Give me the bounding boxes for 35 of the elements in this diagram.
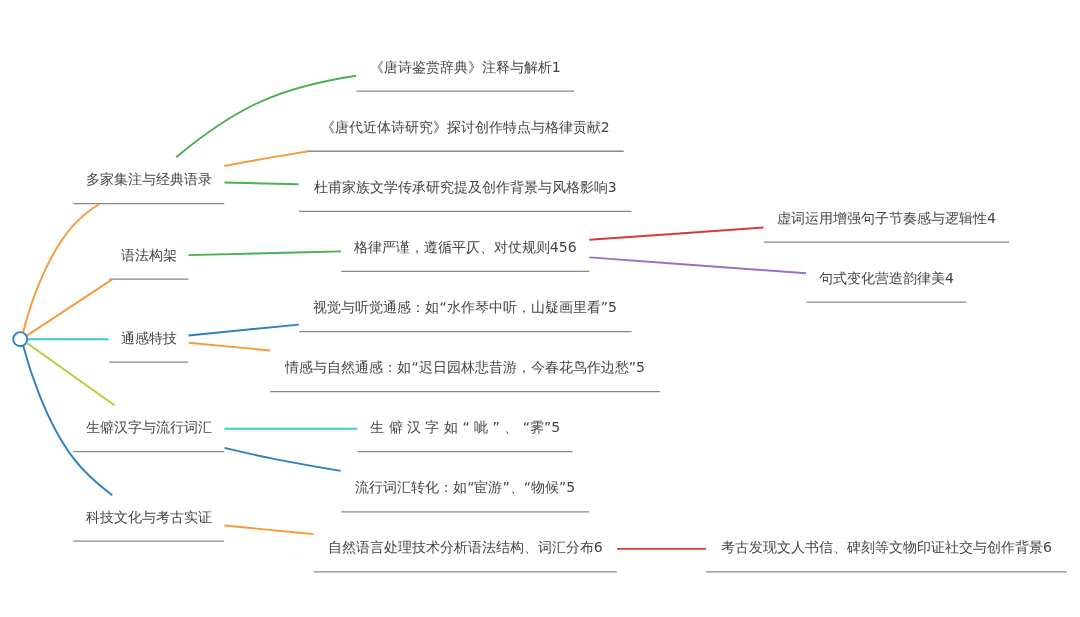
node-text: 多家集注与经典语录 — [85, 171, 212, 188]
node-text: 句式变化营造韵律美4 — [819, 269, 954, 286]
connector — [616, 547, 707, 550]
connector — [223, 150, 310, 167]
connector — [22, 344, 114, 497]
node-text: 《唐诗鉴赏辞典》注释与解析1 — [369, 58, 561, 75]
node-text: 《唐代近体诗研究》探讨创作特点与格律贡献2 — [320, 118, 610, 135]
node-circle — [12, 331, 29, 348]
connector — [223, 181, 300, 186]
connector — [187, 250, 342, 257]
connector — [588, 226, 765, 241]
connector — [187, 323, 300, 337]
connector — [175, 74, 358, 159]
node-text: 通感特技 — [120, 329, 177, 346]
node-text: 虚词运用增强句子节奏感与逻辑性4 — [777, 209, 996, 226]
connector — [588, 256, 807, 275]
node-text: 杜甫家族文学传承研究提及创作背景与风格影响3 — [313, 178, 617, 195]
node-text: 流行词汇转化：如“宦游”、“物候”5 — [355, 479, 576, 496]
connector — [223, 427, 359, 430]
node-text: 自然语言处理技术分析语法结构、词汇分布6 — [327, 539, 603, 556]
connector — [223, 446, 342, 472]
connector — [26, 338, 110, 341]
connector — [187, 341, 271, 352]
connector — [22, 202, 101, 334]
node-text: 生僻汉字与流行词汇 — [85, 419, 212, 436]
node-text: 语法构架 — [120, 246, 177, 263]
connector — [26, 278, 114, 337]
node-text: 视觉与听觉通感：如“水作琴中听，山疑画里看”5 — [313, 299, 617, 316]
node-text: 情感与自然通感：如“迟日园林悲昔游，今春花鸟作边愁”5 — [285, 359, 645, 376]
node-text: 科技文化与考古实证 — [85, 508, 212, 525]
node-text: 生 僻 汉 字 如 “ 呲 ” 、 “霁”5 — [370, 419, 561, 436]
connector — [223, 524, 315, 536]
node-text: 格律严谨，遵循平仄、对仗规则456 — [353, 238, 577, 255]
node-text: 考古发现文人书信、碑刻等文物印证社交与创作背景6 — [721, 539, 1052, 556]
connector — [26, 342, 116, 407]
